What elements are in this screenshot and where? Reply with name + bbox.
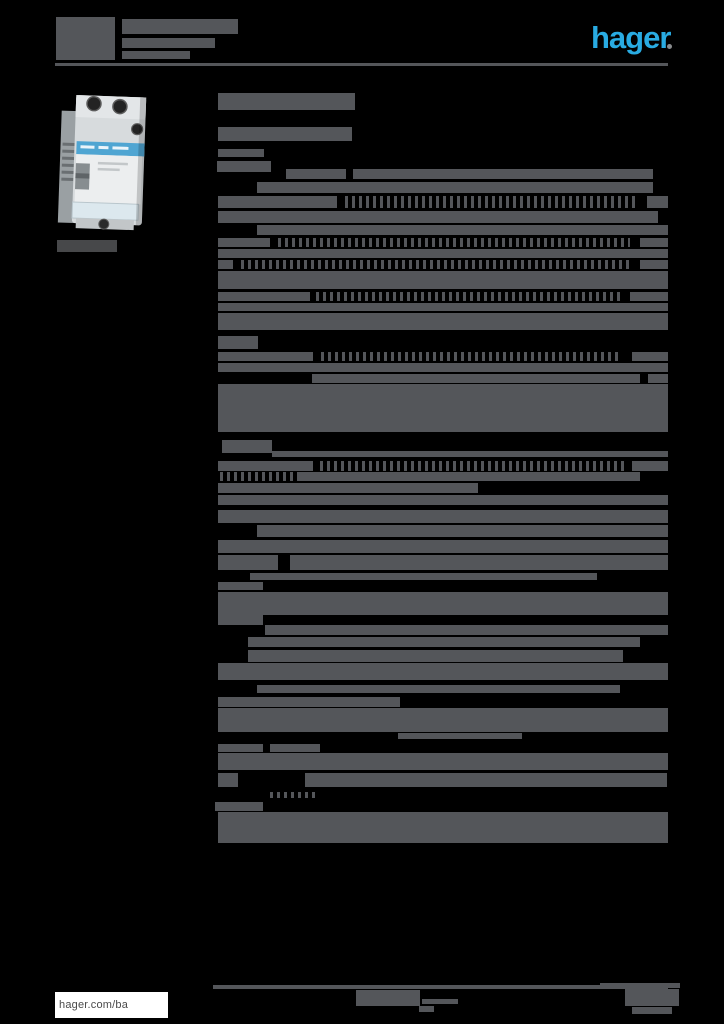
- header-divider: [55, 63, 668, 66]
- redacted-text-line: [270, 744, 320, 752]
- footer-url-box: hager.com/ba: [55, 992, 168, 1018]
- redacted-text-line: [648, 374, 668, 383]
- redacted-text-line: [122, 38, 215, 48]
- redacted-text-line: [398, 733, 522, 739]
- redacted-text-line: [222, 440, 272, 453]
- redacted-text-line: [218, 238, 270, 247]
- redacted-text-line: [218, 495, 668, 505]
- redacted-text-line: [632, 461, 668, 471]
- redacted-text-line: [305, 773, 667, 787]
- redacted-text-line: [218, 483, 478, 493]
- footer-url-link[interactable]: hager.com/ba: [59, 999, 129, 1011]
- redacted-text-line: [257, 182, 653, 193]
- dot-leader-line: [220, 472, 294, 481]
- redacted-text-line: [630, 292, 668, 301]
- redacted-text-line: [122, 19, 238, 34]
- redacted-text-line: [218, 260, 233, 269]
- redacted-text-line: [56, 17, 115, 60]
- redacted-text-line: [265, 625, 668, 635]
- registered-mark-icon: [667, 44, 672, 49]
- redacted-text-line: [218, 600, 668, 615]
- redacted-text-line: [218, 196, 337, 208]
- dot-leader-line: [270, 792, 317, 798]
- redacted-text-line: [625, 989, 679, 1006]
- redacted-text-line: [257, 525, 668, 537]
- redacted-text-line: [57, 240, 117, 252]
- redacted-text-line: [218, 615, 263, 625]
- redacted-text-line: [356, 990, 420, 1006]
- redacted-text-line: [218, 303, 668, 311]
- redacted-text-line: [218, 336, 258, 349]
- redacted-text-line: [218, 292, 310, 301]
- redacted-text-line: [290, 555, 668, 570]
- redacted-text-line: [218, 697, 400, 707]
- redacted-text-line: [218, 540, 668, 553]
- product-photo-relay: [57, 95, 147, 231]
- redacted-text-line: [640, 238, 668, 247]
- redacted-text-line: [218, 313, 668, 330]
- dot-leader-line: [320, 461, 624, 471]
- redacted-text-line: [218, 510, 668, 523]
- redacted-text-line: [257, 685, 620, 693]
- redacted-text-line: [218, 461, 313, 471]
- redacted-text-line: [248, 650, 623, 662]
- redacted-text-line: [218, 555, 278, 570]
- redacted-text-line: [218, 384, 668, 432]
- redacted-text-line: [218, 592, 668, 600]
- redacted-text-line: [647, 196, 668, 208]
- redacted-text-line: [272, 451, 668, 457]
- redacted-text-line: [248, 637, 640, 647]
- redacted-text-line: [218, 812, 668, 843]
- redacted-text-line: [218, 127, 352, 141]
- redacted-text-line: [257, 225, 668, 235]
- redacted-text-line: [218, 663, 668, 680]
- footer-divider: [213, 985, 668, 989]
- redacted-text-line: [215, 802, 263, 811]
- hager-logo: hager: [591, 20, 671, 55]
- redacted-text-line: [419, 1006, 434, 1012]
- redacted-text-line: [218, 363, 668, 372]
- dot-leader-line: [321, 352, 622, 361]
- redacted-text-line: [312, 374, 640, 383]
- redacted-text-line: [297, 472, 640, 481]
- dot-leader-line: [345, 196, 635, 208]
- redacted-text-line: [217, 161, 271, 172]
- redacted-text-line: [218, 149, 264, 157]
- dot-leader-line: [241, 260, 630, 269]
- redacted-text-line: [218, 249, 668, 258]
- dot-leader-line: [316, 292, 620, 301]
- redacted-text-line: [632, 352, 668, 361]
- redacted-text-line: [422, 999, 458, 1004]
- redacted-text-line: [250, 573, 597, 580]
- redacted-text-line: [218, 773, 238, 787]
- redacted-text-line: [122, 51, 190, 59]
- redacted-text-line: [218, 211, 658, 223]
- redacted-text-line: [640, 260, 668, 269]
- redacted-text-line: [218, 582, 263, 590]
- redacted-text-line: [218, 744, 263, 752]
- redacted-text-line: [632, 1007, 672, 1014]
- redacted-text-line: [353, 169, 653, 179]
- redacted-text-line: [218, 352, 313, 361]
- redacted-text-line: [218, 271, 668, 289]
- redacted-text-line: [600, 983, 680, 988]
- redacted-text-line: [218, 708, 668, 732]
- dot-leader-line: [278, 238, 630, 247]
- redacted-text-line: [218, 753, 668, 770]
- redacted-text-line: [218, 93, 355, 110]
- redacted-text-line: [286, 169, 346, 179]
